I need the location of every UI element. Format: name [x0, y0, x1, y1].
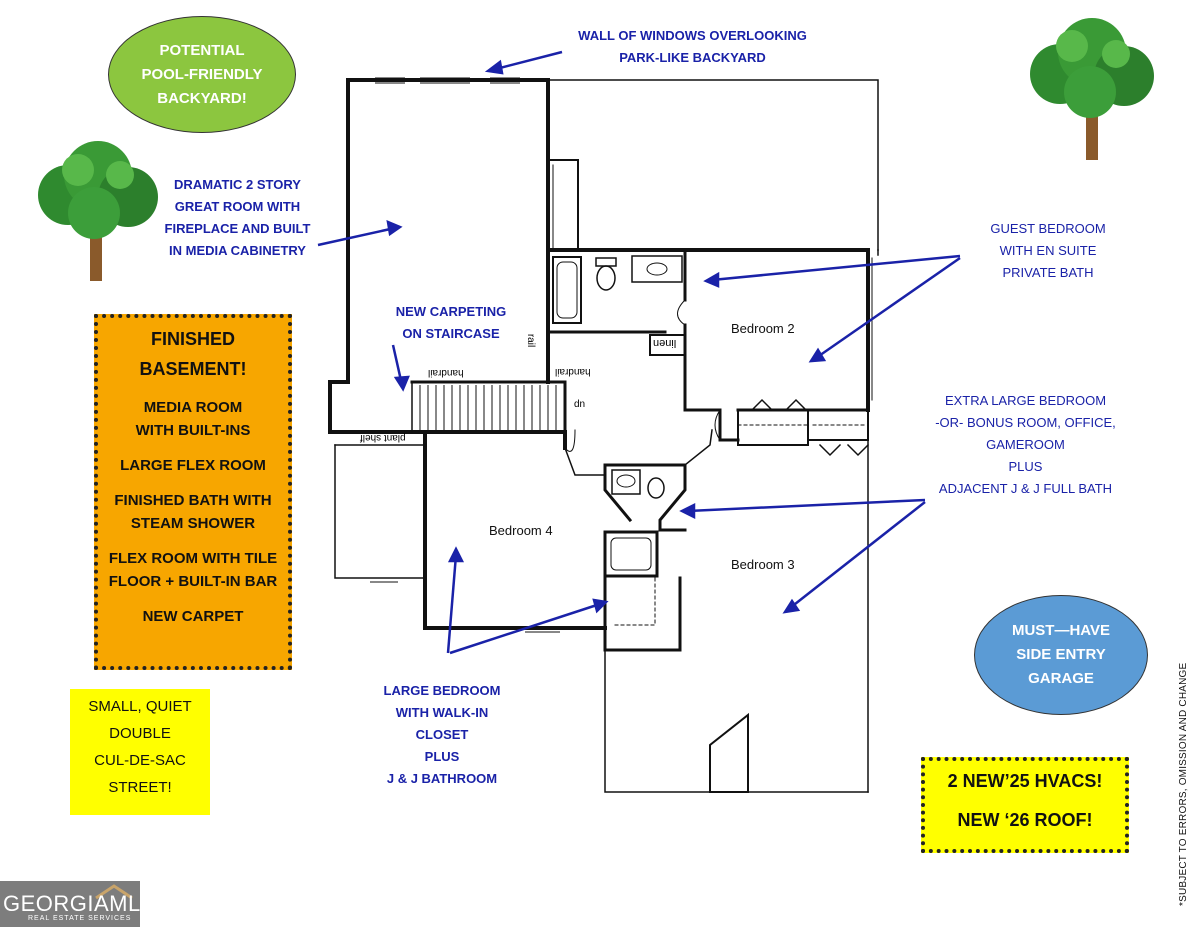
bedroom3-label: Bedroom 3: [731, 557, 795, 572]
tree-left-icon: [38, 141, 158, 281]
roof-icon: [95, 884, 133, 899]
disclaimer: *SUBJECT TO ERRORS, OMISSION AND CHANGE: [1178, 662, 1189, 906]
vertical-rail-label: rail: [525, 333, 537, 348]
bedroom2-label: Bedroom 2: [731, 321, 795, 336]
bedroom4-label: Bedroom 4: [489, 523, 553, 538]
plant-shelf-label: plant shelf: [360, 432, 406, 443]
extra-large-callout: EXTRA LARGE BEDROOM-OR- BONUS ROOM, OFFI…: [935, 393, 1116, 496]
tree-right-icon: [1030, 18, 1154, 160]
handrail-label: handrail: [428, 367, 464, 378]
linen-label: linen: [653, 337, 677, 349]
rail-label: handrail: [555, 366, 591, 377]
georgiamls-logo: GEORGIAMLS REAL ESTATE SERVICES: [0, 881, 155, 927]
hvac-box: 2 NEW’25 HVACS! NEW ‘26 ROOF!: [921, 757, 1129, 853]
dn-label: dn: [574, 399, 586, 410]
